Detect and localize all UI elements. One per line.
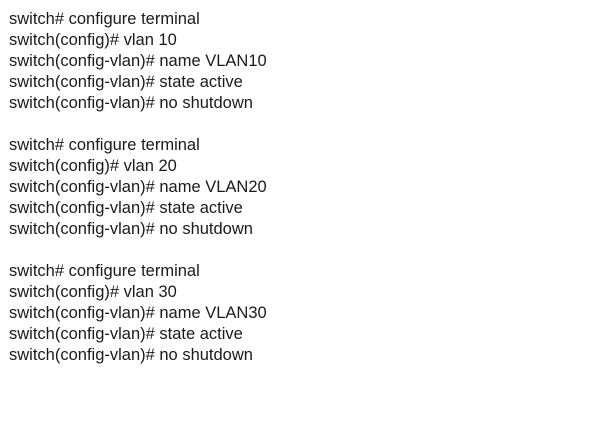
command-line: switch(config)# vlan 30 (9, 283, 177, 301)
vlan-config-block: switch# configure terminal switch(config… (9, 261, 589, 366)
command-line: switch(config)# vlan 20 (9, 157, 177, 175)
command-line: switch(config-vlan)# no shutdown (9, 346, 253, 364)
command-line: switch(config-vlan)# name VLAN20 (9, 178, 267, 196)
command-line: switch(config-vlan)# no shutdown (9, 220, 253, 238)
command-line: switch(config-vlan)# state active (9, 199, 243, 217)
command-line: switch# configure terminal (9, 136, 200, 154)
command-line: switch(config-vlan)# state active (9, 325, 243, 343)
vlan-config-block: switch# configure terminal switch(config… (9, 135, 589, 240)
cli-output: switch# configure terminal switch(config… (9, 9, 589, 387)
command-line: switch# configure terminal (9, 262, 200, 280)
command-line: switch(config-vlan)# no shutdown (9, 94, 253, 112)
command-line: switch# configure terminal (9, 10, 200, 28)
command-line: switch(config-vlan)# state active (9, 73, 243, 91)
vlan-config-block: switch# configure terminal switch(config… (9, 9, 589, 114)
command-line: switch(config-vlan)# name VLAN10 (9, 52, 267, 70)
command-line: switch(config-vlan)# name VLAN30 (9, 304, 267, 322)
command-line: switch(config)# vlan 10 (9, 31, 177, 49)
